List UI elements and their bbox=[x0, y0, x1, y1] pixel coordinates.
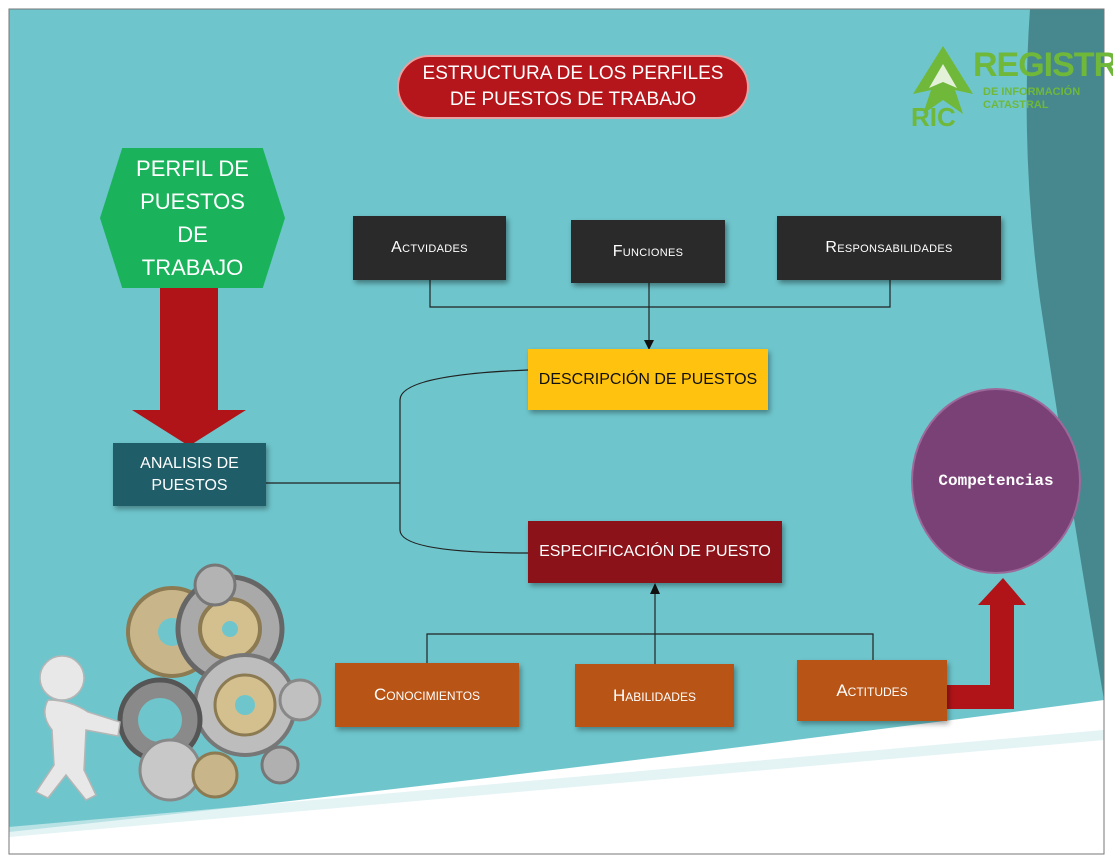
logo-subtitle: DE INFORMACIÓN CATASTRAL bbox=[983, 86, 1080, 112]
logo-subtitle-line-1: DE INFORMACIÓN bbox=[983, 86, 1081, 98]
especificacion-box: ESPECIFICACIÓN DE PUESTO bbox=[528, 521, 782, 583]
bent-arrow bbox=[947, 578, 1026, 709]
gears-illustration bbox=[117, 563, 322, 802]
habilidades-box: Habilidades bbox=[575, 664, 734, 727]
funciones-box: Funciones bbox=[571, 220, 725, 283]
logo-ric: REGISTRO DE INFORMACIÓN CATASTRAL RIC bbox=[903, 42, 1113, 132]
competencias-circle: Competencias bbox=[911, 388, 1081, 574]
actividades-box: Actvidades bbox=[353, 216, 506, 280]
descripcion-box: DESCRIPCIÓN DE PUESTOS bbox=[528, 349, 768, 410]
logo-title: REGISTRO bbox=[973, 46, 1113, 84]
page-title: ESTRUCTURA DE LOS PERFILES DE PUESTOS DE… bbox=[397, 55, 749, 119]
conocimientos-box: Conocimientos bbox=[335, 663, 519, 727]
figure-illustration bbox=[34, 655, 121, 801]
logo-acronym: RIC bbox=[911, 102, 956, 132]
responsabilidades-box: Responsabilidades bbox=[777, 216, 1001, 280]
tree-logo-icon bbox=[913, 46, 973, 114]
logo-subtitle-line-2: CATASTRAL bbox=[983, 99, 1049, 111]
actitudes-box: Actitudes bbox=[797, 660, 947, 721]
down-arrow bbox=[132, 288, 246, 446]
perfil-hexagon: PERFIL DE PUESTOS DE TRABAJO bbox=[100, 148, 285, 288]
analisis-box: ANALISIS DE PUESTOS bbox=[113, 443, 266, 506]
